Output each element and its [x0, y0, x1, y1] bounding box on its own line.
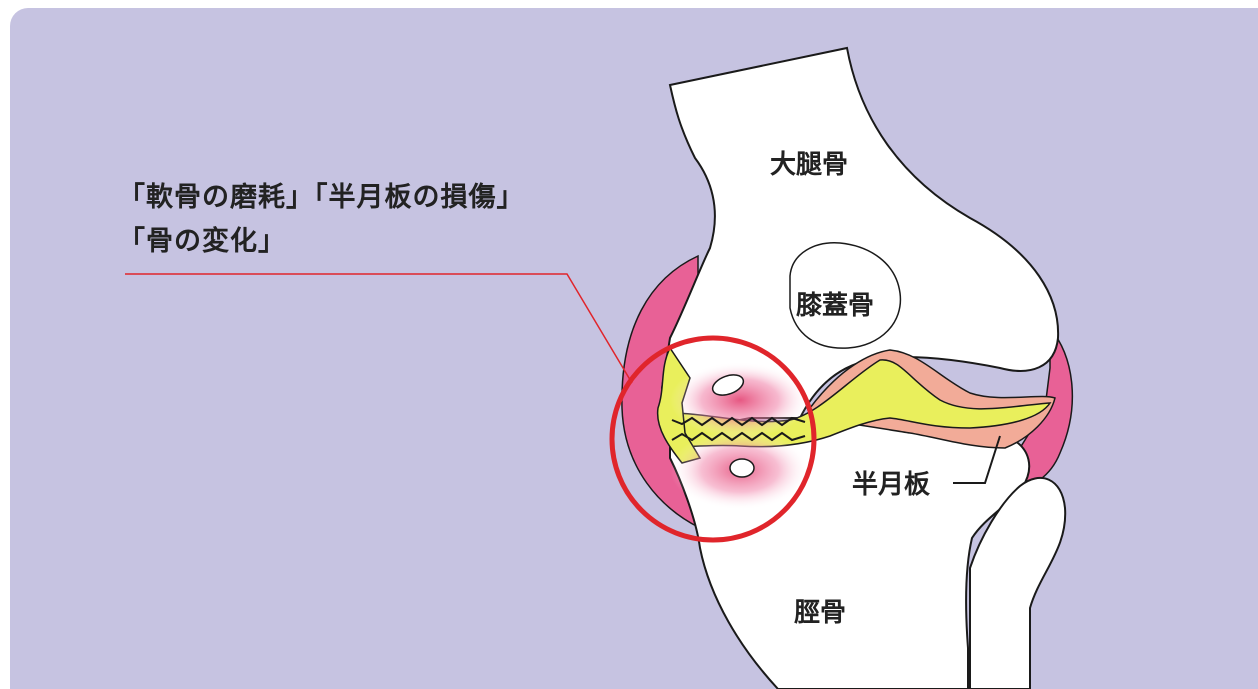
callout-leader-line [125, 273, 633, 384]
bone-cyst-upper [711, 374, 745, 396]
patella-label: 膝蓋骨 [796, 291, 875, 321]
knee-joint-illustration [125, 46, 1074, 689]
meniscus-label: 半月板 [852, 470, 931, 500]
fibula-bone [969, 476, 1067, 689]
meniscus-leader-line [953, 435, 1001, 484]
caption-line-2: 「骨の変化」 [118, 226, 286, 257]
diagram-panel: 「軟骨の磨耗」「半月板の損傷」 「骨の変化」 大腿骨 膝蓋骨 半月板 脛骨 [10, 8, 1258, 689]
tibia-label: 脛骨 [794, 598, 847, 628]
highlight-circle [609, 335, 817, 543]
patella-outline [789, 242, 902, 349]
caption-line-1: 「軟骨の磨耗」「半月板の損傷」 [118, 182, 525, 213]
condition-caption: 「軟骨の磨耗」「半月板の損傷」 「骨の変化」 [118, 176, 525, 264]
joint-gap-lower [671, 431, 806, 442]
bone-cyst-lower [729, 458, 755, 478]
femur-label: 大腿骨 [770, 150, 849, 180]
joint-gap-upper [671, 416, 806, 427]
